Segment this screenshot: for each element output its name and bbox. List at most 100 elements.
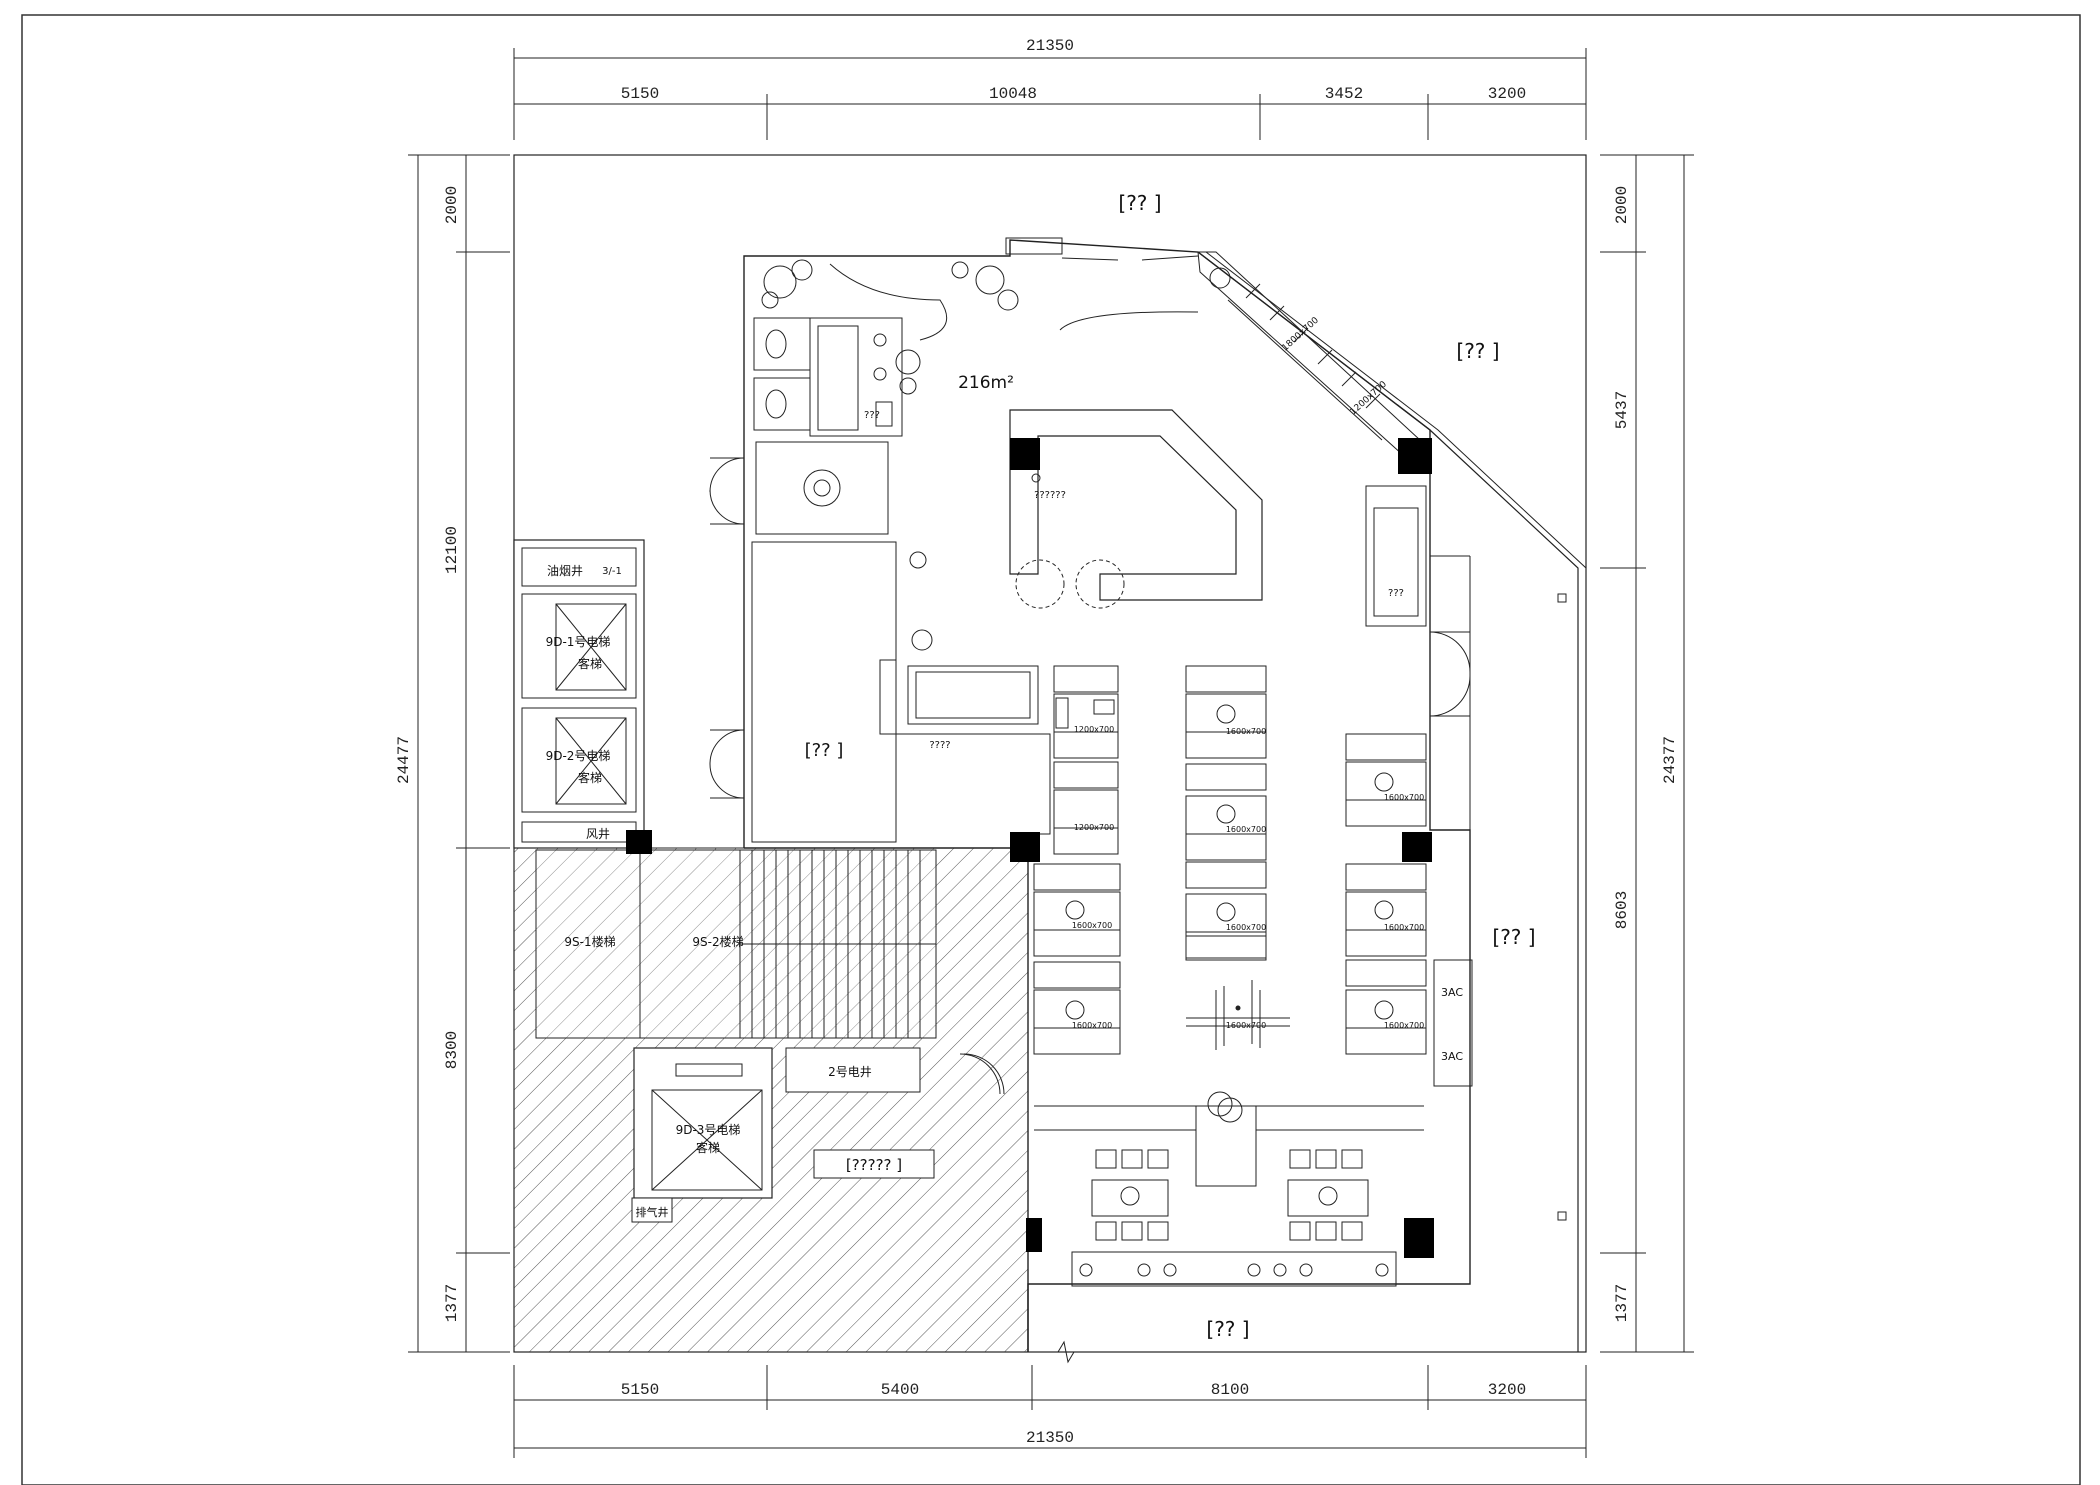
dim-left-total: 24477 [395, 736, 413, 784]
dim-left-seg-2: 12100 [443, 526, 461, 574]
booth-column-right [1345, 733, 1427, 1055]
garden-plants [761, 259, 1231, 651]
stair-treads [739, 850, 936, 1038]
dim-bottom-seg-3: 8100 [1211, 1381, 1249, 1399]
column-6[interactable] [1404, 1218, 1434, 1258]
table-label-10: 1600x700 [1384, 1021, 1424, 1030]
dim-right-seg-3: 8603 [1613, 891, 1631, 929]
column-5[interactable] [626, 830, 652, 854]
pipe-shaft-label: 排气井 [636, 1205, 669, 1219]
dim-bottom-seg-2: 5400 [881, 1381, 919, 1399]
side-3ac-label-1: 3AC [1441, 986, 1463, 999]
restaurant-wall [743, 239, 1471, 1352]
private-rooms [1034, 1091, 1424, 1287]
pipe-shaft [631, 1197, 673, 1223]
table-label-7: 1600x700 [1226, 923, 1266, 932]
stair-1-label: 9S-1楼梯 [564, 934, 615, 949]
column-2[interactable] [1398, 438, 1432, 474]
dimension-left [408, 154, 510, 1353]
lift-2-label-a: 9D-2号电梯 [546, 749, 611, 763]
outer-wall-diagonal [1197, 251, 1579, 1352]
lift-block [513, 539, 645, 849]
break-symbol [1057, 1340, 1075, 1364]
table-label-6: 1600x700 [1226, 825, 1266, 834]
side-panel-3ac [1433, 959, 1473, 1087]
bar-note: ?????? [1034, 490, 1066, 501]
left-room [751, 541, 897, 843]
dimension-top [513, 48, 1587, 140]
table-label-1: 1200x700 [1074, 725, 1114, 734]
dimension-right [1600, 154, 1694, 1353]
sofa-label-2: 1200x700 [1348, 379, 1389, 417]
dim-top-seg-3: 3452 [1325, 85, 1363, 103]
area-label: 216m² [958, 373, 1014, 393]
toilet-block [753, 317, 903, 437]
table-label-3: 1600x700 [1072, 921, 1112, 930]
oil-shaft-tag: 3/-1 [602, 566, 622, 577]
right-service-box [1365, 485, 1427, 627]
diagonal-sofas [1197, 251, 1421, 457]
side-3ac-label-2: 3AC [1441, 1050, 1463, 1063]
table-label-4: 1600x700 [1072, 1021, 1112, 1030]
dim-right-seg-4: 1377 [1613, 1284, 1631, 1322]
lift-1 [521, 593, 637, 699]
dimension-bottom [513, 1365, 1587, 1458]
dim-left-seg-4: 1377 [443, 1284, 461, 1322]
table-label-2: 1200x700 [1074, 823, 1114, 832]
sheet-frame [21, 14, 2081, 1485]
stair-info-label: [????? ] [846, 1156, 902, 1174]
dim-bottom-seg-1: 5150 [621, 1381, 659, 1399]
table-label-9: 1600x700 [1384, 923, 1424, 932]
bar-counter [1009, 409, 1263, 601]
table-label-5: 1600x700 [1226, 727, 1266, 736]
lift-2 [521, 707, 637, 813]
lift-1-label-a: 9D-1号电梯 [546, 635, 611, 649]
elec-shaft [785, 1047, 921, 1093]
lift-3-label-a: 9D-3号电梯 [676, 1123, 741, 1137]
elec-shaft-label: 2号电井 [828, 1065, 872, 1079]
booth-column-middle [1185, 665, 1267, 961]
oil-shaft-label: 油烟井 [547, 564, 583, 578]
oil-shaft [521, 547, 637, 587]
column-3[interactable] [1010, 832, 1040, 862]
table-label-8: 1600x700 [1384, 793, 1424, 802]
floor-ornament [1186, 980, 1290, 1050]
column-1[interactable] [1010, 438, 1040, 470]
lift-3-label-b: 客梯 [696, 1140, 720, 1155]
bottom-room-label: [?? ] [1206, 1317, 1249, 1341]
column-7[interactable] [1026, 1218, 1042, 1252]
booth-column-left [1033, 665, 1121, 1055]
left-room-sub: ???? [929, 740, 950, 751]
dim-right-seg-2: 5437 [1613, 391, 1631, 429]
dim-right-seg-1: 2000 [1613, 186, 1631, 224]
dim-left-seg-1: 2000 [443, 186, 461, 224]
kitchen-tag: ??? [864, 410, 880, 421]
marker-right-1 [1557, 593, 1567, 603]
dim-right-total: 24377 [1661, 736, 1679, 784]
stair-2-label: 9S-2楼梯 [692, 934, 743, 949]
lift-2-label-b: 客梯 [578, 770, 602, 785]
lift-1-label-b: 客梯 [578, 656, 602, 671]
dim-top-seg-4: 3200 [1488, 85, 1526, 103]
column-4[interactable] [1402, 832, 1432, 862]
dim-top-total: 21350 [1026, 37, 1074, 55]
dim-top-seg-2: 10048 [989, 85, 1037, 103]
dim-bottom-total: 21350 [1026, 1429, 1074, 1447]
top-room-label: [?? ] [1118, 191, 1161, 215]
dim-top-seg-1: 5150 [621, 85, 659, 103]
right-top-room-label: [?? ] [1456, 339, 1499, 363]
right-box-label: ??? [1388, 588, 1404, 599]
lift-3 [633, 1047, 773, 1199]
marker-right-2 [1557, 1211, 1567, 1221]
air-shaft-label: 风井 [586, 827, 610, 841]
west-doors [709, 457, 745, 799]
dim-bottom-seg-4: 3200 [1488, 1381, 1526, 1399]
dim-left-seg-3: 8300 [443, 1031, 461, 1069]
left-room-label: [?? ] [805, 740, 844, 761]
service-room [755, 441, 889, 535]
entrance-canopy [1005, 237, 1063, 255]
right-mid-room-label: [?? ] [1492, 925, 1535, 949]
stair-info-box [813, 1149, 935, 1179]
sofa-label-1: 1800x700 [1280, 315, 1321, 353]
